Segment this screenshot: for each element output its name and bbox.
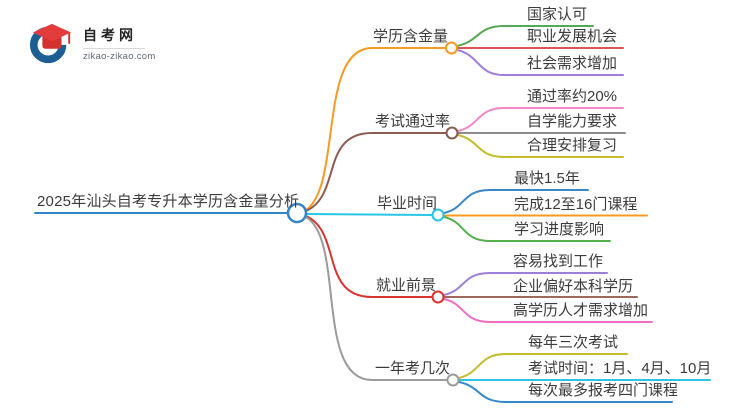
subtopic-3-3: 学习进度影响 (514, 221, 605, 238)
edge-root-branch-1 (305, 47, 447, 211)
node-branch-1-circle (445, 41, 458, 55)
subtopic-3-1: 最快1.5年 (514, 170, 580, 187)
branch-topic-5: 一年考几次 (375, 360, 451, 377)
node-branch-3-circle (431, 208, 445, 222)
edge-root-branch-4 (305, 215, 434, 298)
node-branch-2-circle (445, 126, 459, 140)
site-logo[interactable]: 自考网 zikao-zikao.com (28, 22, 156, 64)
subtopic-1-2: 职业发展机会 (527, 28, 618, 45)
edge-branch-2-child-1 (457, 107, 624, 132)
logo-url: zikao-zikao.com (83, 50, 156, 62)
subtopic-4-2: 企业偏好本科学历 (513, 278, 634, 295)
subtopic-4-3: 高学历人才需求增加 (513, 302, 649, 319)
edge-branch-1-child-3 (456, 49, 624, 76)
node-root-circle (286, 202, 308, 224)
edge-branch-5-child-3 (458, 381, 673, 403)
edge-branch-3-child-3 (443, 216, 611, 242)
edge-branch-4-child-3 (443, 298, 653, 323)
branch-topic-3: 毕业时间 (377, 195, 438, 212)
logo-divider (83, 47, 145, 49)
subtopic-5-3: 每次最多报考四门课程 (528, 382, 679, 399)
node-branch-5-circle (446, 373, 460, 387)
subtopic-5-2: 考试时间：1月、4月、10月 (528, 360, 712, 377)
edge-branch-3-child-1 (443, 189, 589, 214)
subtopic-2-3: 合理安排复习 (527, 137, 618, 154)
root-topic: 2025年汕头自考专升本学历含金量分析 (37, 193, 300, 210)
subtopic-2-1: 通过率约20% (527, 88, 618, 105)
subtopic-2-2: 自学能力要求 (527, 113, 618, 130)
subtopic-1-1: 国家认可 (527, 6, 588, 23)
edge-branch-2-child-3 (457, 134, 624, 158)
edge-root-branch-3 (305, 213, 433, 216)
logo-title: 自考网 (83, 26, 137, 43)
edge-branch-4-child-1 (443, 272, 608, 296)
edge-branch-5-child-1 (458, 353, 628, 379)
branch-topic-1: 学历含金量 (373, 28, 449, 45)
edge-root-branch-2 (305, 132, 448, 212)
subtopic-3-2: 完成12至16门课程 (514, 196, 638, 213)
subtopic-5-1: 每年三次考试 (528, 334, 619, 351)
edge-root-branch-5 (305, 216, 449, 381)
subtopic-4-1: 容易找到工作 (513, 253, 604, 270)
branch-topic-2: 考试通过率 (375, 113, 451, 130)
graduation-cap-icon (29, 23, 72, 64)
subtopic-1-3: 社会需求增加 (527, 55, 618, 72)
node-branch-4-circle (431, 290, 445, 304)
branch-topic-4: 就业前景 (376, 277, 437, 294)
edge-branch-1-child-1 (456, 25, 594, 47)
